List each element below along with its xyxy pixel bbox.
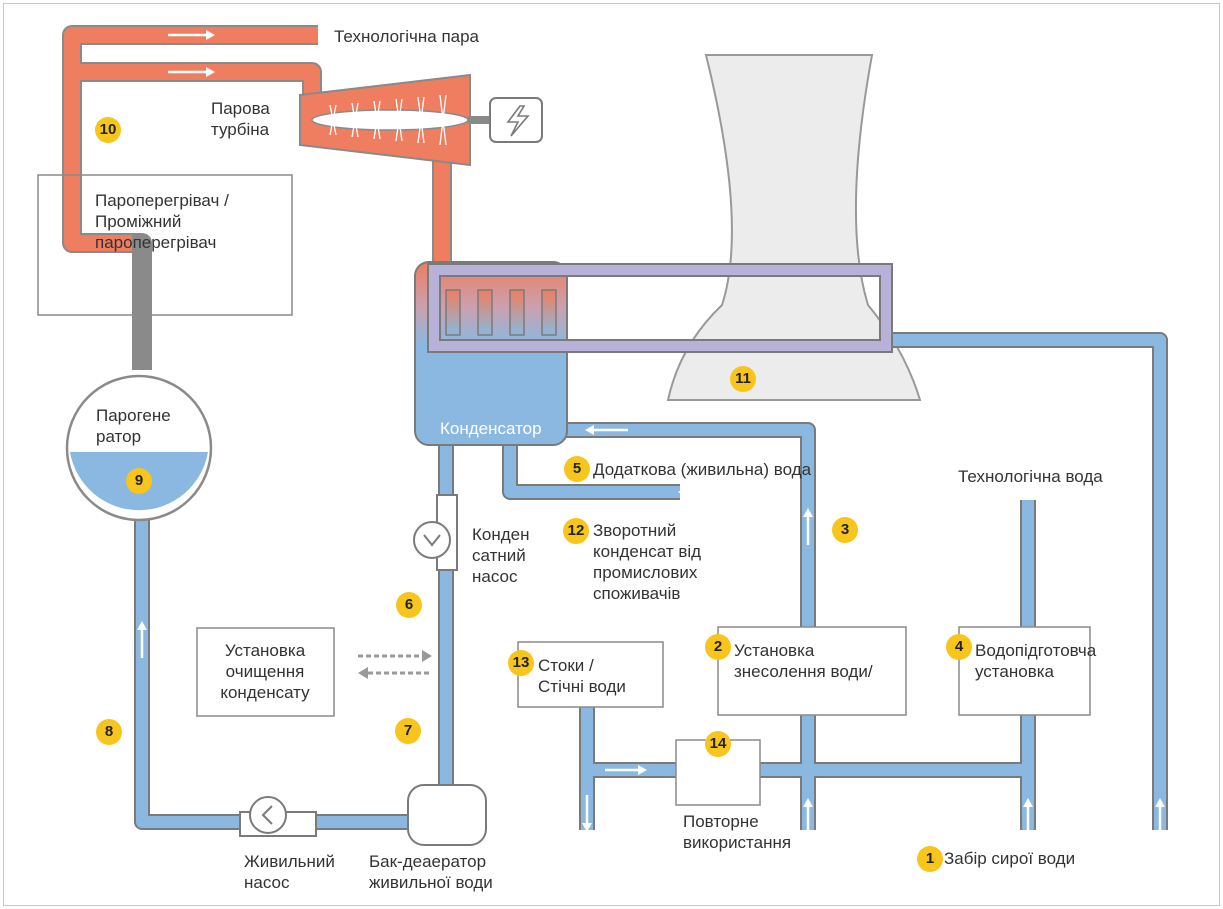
feed-pump-label: Живильний насос xyxy=(244,852,335,892)
cooling-return-pipe-fill xyxy=(880,334,1166,830)
badge-10: 10 xyxy=(95,117,121,143)
desalination-label: Установка знесолення води/ xyxy=(734,641,873,681)
badge-14: 14 xyxy=(705,731,731,757)
lightning-icon xyxy=(506,105,530,137)
turbine-shaft xyxy=(311,109,469,131)
steam-generator xyxy=(65,374,213,522)
makeup-water-label: Додаткова (живильна) вода xyxy=(593,460,812,479)
condensate-pump-symbol xyxy=(413,494,458,571)
cooling-tower xyxy=(666,54,922,401)
badge-11: 11 xyxy=(730,366,756,392)
superheater-label: Пароперегрівач / Проміжний пароперегріва… xyxy=(95,191,229,252)
wastewater-label: Стоки / Стічні води xyxy=(538,656,626,696)
steam-pipes xyxy=(62,25,452,370)
wastewater-box xyxy=(517,641,664,708)
badge-12: 12 xyxy=(563,518,589,544)
badge-4: 4 xyxy=(946,634,972,660)
return-condensate-label: Зворотний конденсат від промислових спож… xyxy=(593,521,702,603)
steam-turbine-label: Парова турбіна xyxy=(211,99,270,139)
water-treatment-label: Водопідготовча установка xyxy=(975,641,1097,681)
badge-9: 9 xyxy=(126,468,152,494)
badge-6: 6 xyxy=(396,592,422,618)
badge-3: 3 xyxy=(832,517,858,543)
deaerator-tank xyxy=(407,784,487,846)
reuse-label: Повторне використання xyxy=(683,812,792,852)
feed-pump-symbol xyxy=(239,796,317,837)
badge-5: 5 xyxy=(564,456,590,482)
badge-13: 13 xyxy=(508,650,534,676)
condenser-tubes xyxy=(445,289,557,336)
condensate-pump-label: Конден сатний насос xyxy=(472,525,530,586)
water-treatment-box xyxy=(958,626,1091,716)
polishing-exchange-arrows xyxy=(358,654,430,675)
desalination-box xyxy=(717,626,907,716)
condensate-polishing-box xyxy=(196,627,335,717)
flow-arrows xyxy=(137,30,1165,832)
generator-box xyxy=(489,97,543,143)
badge-8: 8 xyxy=(96,719,122,745)
turbine-blades xyxy=(329,94,447,146)
process-water-label: Технологічна вода xyxy=(958,467,1103,486)
return-condensate-pipe-fill xyxy=(504,445,680,498)
condensate-polishing-label: Установка очищення конденсату xyxy=(220,641,310,702)
process-steam-label: Технологічна пара xyxy=(334,27,480,46)
superheater-box xyxy=(37,174,293,316)
condenser-label: Конденсатор xyxy=(440,419,542,438)
cooling-water-loop xyxy=(427,263,893,353)
deaerator-label: Бак-деаератор живильної води xyxy=(369,852,493,892)
feedwater-line-fill xyxy=(136,520,245,828)
badge-7: 7 xyxy=(395,718,421,744)
badge-1: 1 xyxy=(917,846,943,872)
steam-generator-label: Парогене ратор xyxy=(96,406,171,446)
badge-2: 2 xyxy=(705,634,731,660)
raw-water-intake-label: Забір сирої води xyxy=(944,849,1076,868)
